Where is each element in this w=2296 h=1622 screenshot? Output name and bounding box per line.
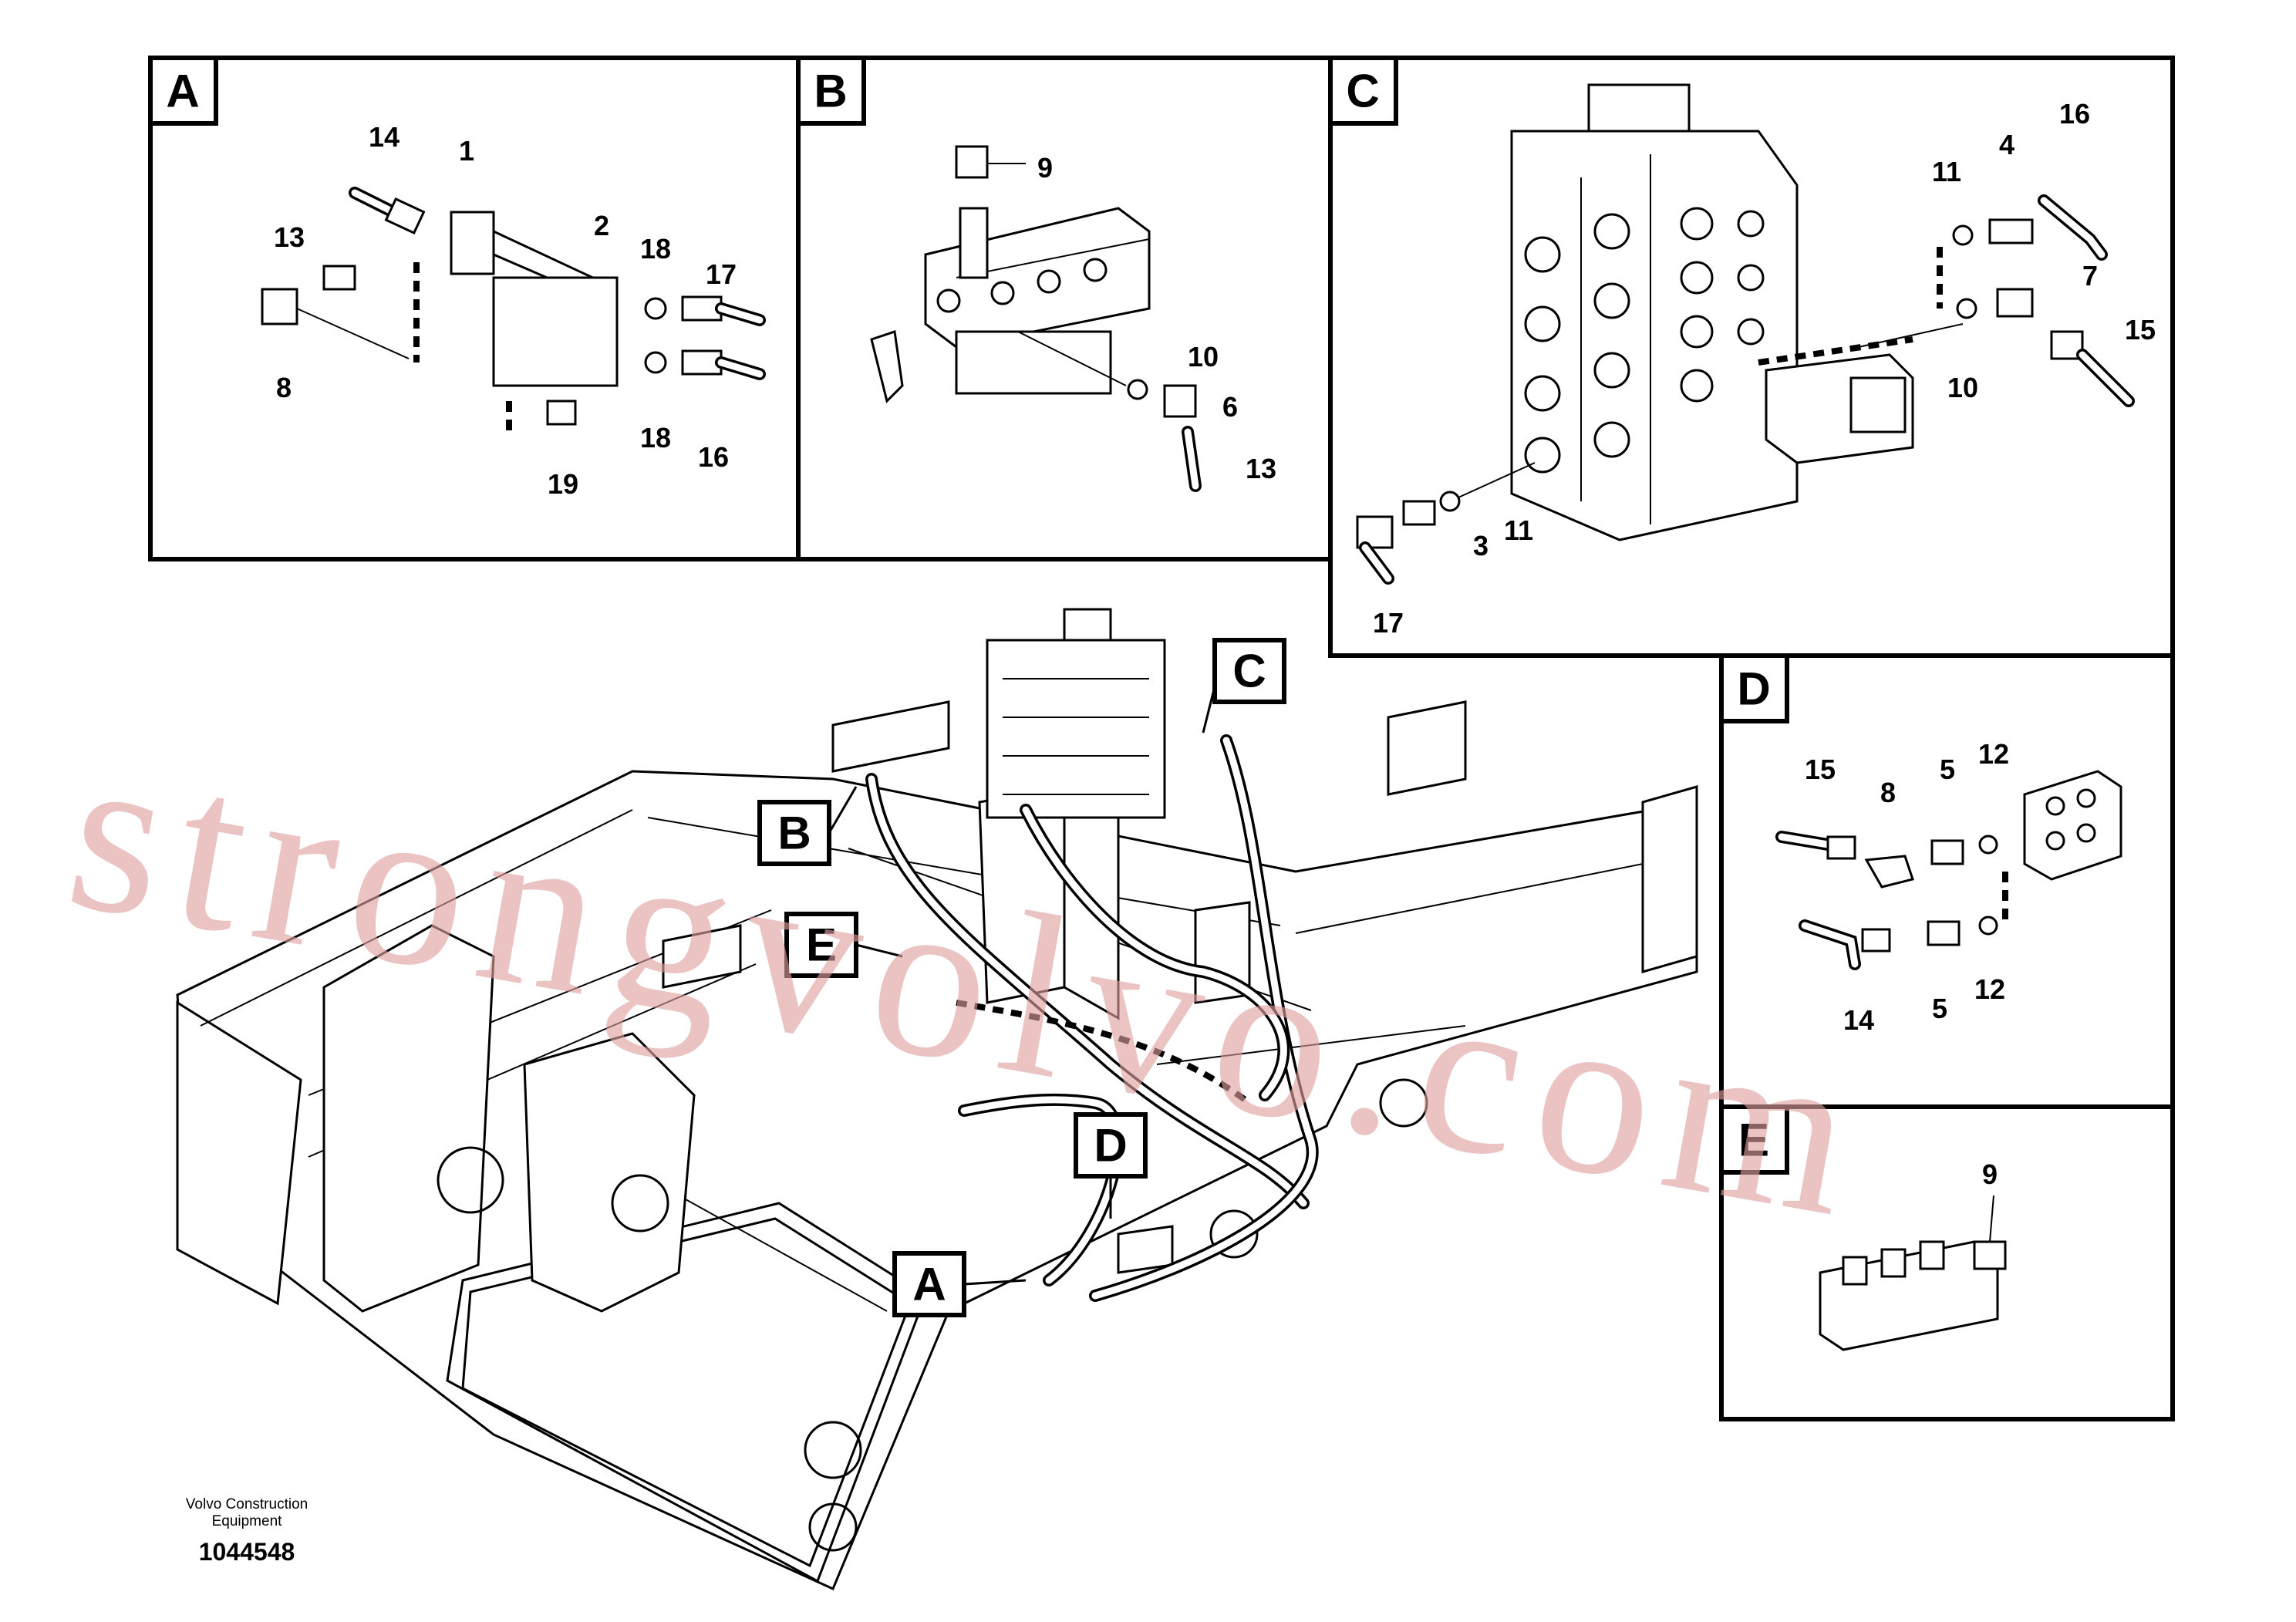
panel-b-letter: B (814, 66, 847, 117)
panel-b-callout-13: 13 (1246, 453, 1276, 484)
panel-c-callout-15: 15 (2125, 314, 2156, 346)
panel-c-callout-10: 10 (1947, 372, 1978, 403)
panel-d-letter: D (1737, 663, 1770, 715)
panel-c-letter: C (1346, 66, 1379, 117)
panel-a-callout-14: 14 (369, 121, 400, 153)
panel-c-callout-16: 16 (2059, 98, 2090, 130)
detail-panel-c: C 11 4 16 7 (1328, 56, 2175, 658)
main-callout-a: A (912, 1259, 946, 1310)
panel-c-callout-11-bottom: 11 (1504, 514, 1533, 546)
company-name-line1: Volvo Construction (185, 1496, 308, 1512)
main-callout-a-box (892, 1251, 966, 1317)
panel-c-callout-17: 17 (1373, 607, 1404, 639)
panel-a-callout-13: 13 (274, 221, 305, 253)
detail-panel-e: E 9 (1719, 1104, 2175, 1421)
panel-b-callout-6: 6 (1222, 391, 1238, 423)
panel-a-callout-2: 2 (594, 210, 609, 241)
panel-d-callout-14: 14 (1843, 1004, 1874, 1036)
panel-b-callout-9: 9 (1037, 152, 1053, 184)
panel-a-callout-8: 8 (276, 372, 292, 403)
main-callout-e-box (784, 912, 858, 978)
detail-panel-d: D 15 8 5 12 14 5 12 (1719, 653, 2175, 1109)
panel-d-callout-8: 8 (1880, 777, 1896, 808)
panel-c-callout-11-top: 11 (1932, 156, 1961, 187)
main-callout-d: D (1094, 1120, 1127, 1172)
panel-c-callout-4: 4 (1999, 129, 2014, 160)
main-callout-e: E (806, 919, 837, 971)
company-name-line2: Equipment (211, 1513, 282, 1529)
drawing-caption: Volvo Construction Equipment 1044548 (123, 1496, 370, 1566)
main-assembly-view: C B E D A (176, 608, 1698, 1591)
panel-d-callout-5-bottom: 5 (1932, 993, 1947, 1024)
panel-a-callout-17: 17 (706, 258, 737, 290)
panel-c-callout-3: 3 (1473, 530, 1489, 561)
panel-d-callout-12-bottom: 12 (1974, 973, 2005, 1005)
panel-d-callout-15: 15 (1805, 754, 1836, 785)
panel-a-callout-19: 19 (548, 468, 578, 500)
panel-e-callout-9: 9 (1982, 1158, 1998, 1190)
panel-e-letter: E (1738, 1114, 1769, 1166)
panel-a-callout-18-top: 18 (640, 233, 671, 265)
main-callout-b: B (777, 808, 811, 859)
panel-a-letter: A (166, 66, 199, 117)
panel-c-callout-7: 7 (2082, 260, 2098, 292)
panel-a-callout-16: 16 (698, 441, 729, 473)
panel-a-callout-1: 1 (459, 135, 474, 167)
detail-panel-b: B 9 10 6 13 (796, 56, 1333, 561)
panel-a-callout-18-bottom: 18 (640, 422, 671, 454)
detail-panel-a: A 14 1 13 2 18 17 8 18 16 19 (148, 56, 801, 561)
main-callout-c-box (1212, 638, 1286, 704)
panel-d-callout-5-top: 5 (1940, 754, 1955, 785)
main-callout-c: C (1232, 646, 1266, 697)
panel-b-callout-10: 10 (1188, 341, 1219, 373)
drawing-number: 1044548 (198, 1538, 295, 1566)
main-callout-b-box (757, 800, 831, 866)
panel-d-callout-12-top: 12 (1978, 738, 2009, 770)
